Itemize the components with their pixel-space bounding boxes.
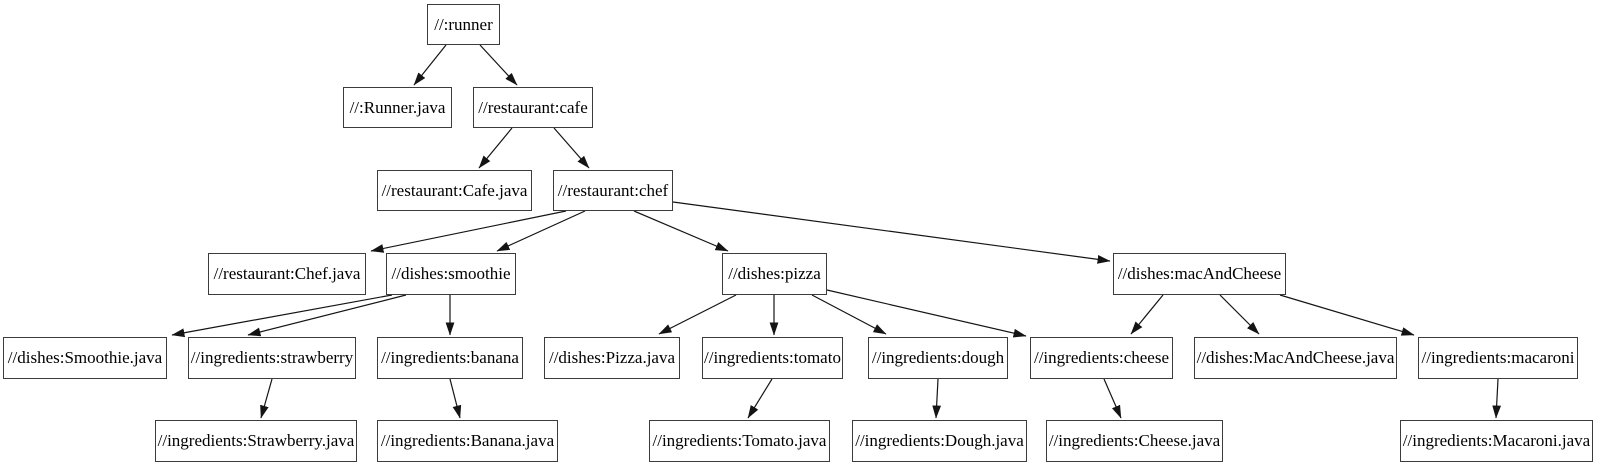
node-label: //dishes:pizza bbox=[728, 264, 821, 283]
node-label: //ingredients:strawberry bbox=[190, 348, 354, 367]
node-label: //restaurant:Cafe.java bbox=[381, 180, 528, 200]
node-label: //dishes:macAndCheese bbox=[1117, 264, 1282, 283]
node-label: //ingredients:macaroni bbox=[1421, 348, 1575, 367]
node-macandcheese_java: //dishes:MacAndCheese.java bbox=[1194, 337, 1397, 379]
node-label: //ingredients:Tomato.java bbox=[652, 431, 827, 450]
edge-chef-to-smoothie bbox=[496, 210, 586, 252]
node-label: //ingredients:banana bbox=[381, 348, 519, 367]
node-label: //ingredients:Macaroni.java bbox=[1402, 431, 1591, 450]
node-label: //restaurant:chef bbox=[557, 180, 669, 200]
node-banana: //ingredients:banana bbox=[377, 337, 523, 379]
edge-cafe-to-cafe_java bbox=[478, 127, 513, 169]
edge-chef-to-macandcheese bbox=[672, 201, 1111, 264]
edge-banana-to-banana_java bbox=[449, 378, 462, 419]
node-cheese_java: //ingredients:Cheese.java bbox=[1046, 420, 1223, 462]
node-smoothie_java: //dishes:Smoothie.java bbox=[3, 337, 167, 379]
edge-macandcheese-to-cheese bbox=[1130, 294, 1164, 335]
edge-smoothie-to-strawberry bbox=[247, 294, 407, 337]
edge-smoothie-to-smoothie_java bbox=[171, 294, 393, 338]
node-strawberry_java: //ingredients:Strawberry.java bbox=[155, 420, 357, 462]
node-macaroni: //ingredients:macaroni bbox=[1418, 337, 1578, 379]
node-label: //ingredients:Strawberry.java bbox=[157, 431, 355, 450]
edge-pizza-to-dough bbox=[811, 294, 887, 335]
node-tomato: //ingredients:tomato bbox=[702, 337, 843, 379]
node-chef_java: //restaurant:Chef.java bbox=[208, 253, 366, 295]
node-label: //dishes:Pizza.java bbox=[548, 348, 676, 367]
node-runner_java: //:Runner.java bbox=[343, 87, 452, 128]
edge-strawberry-to-strawberry_java bbox=[260, 378, 273, 419]
node-smoothie: //dishes:smoothie bbox=[386, 253, 516, 295]
node-dough_java: //ingredients:Dough.java bbox=[852, 420, 1027, 462]
node-label: //restaurant:cafe bbox=[478, 97, 588, 117]
node-banana_java: //ingredients:Banana.java bbox=[377, 420, 558, 462]
node-pizza: //dishes:pizza bbox=[722, 253, 827, 295]
node-label: //dishes:MacAndCheese.java bbox=[1196, 348, 1395, 367]
edge-macandcheese-to-macaroni bbox=[1279, 294, 1415, 336]
node-label: //ingredients:dough bbox=[871, 348, 1005, 367]
edge-chef-to-chef_java bbox=[370, 210, 567, 253]
node-label: //restaurant:Chef.java bbox=[213, 264, 361, 283]
edge-cheese-to-cheese_java bbox=[1103, 378, 1122, 419]
edge-macaroni-to-macaroni_java bbox=[1492, 378, 1502, 419]
edge-pizza-to-pizza_java bbox=[658, 294, 737, 335]
node-label: //ingredients:Banana.java bbox=[380, 431, 555, 450]
node-tomato_java: //ingredients:Tomato.java bbox=[649, 420, 830, 462]
node-cafe: //restaurant:cafe bbox=[473, 87, 593, 128]
edge-pizza-to-cheese bbox=[826, 289, 1027, 338]
node-cafe_java: //restaurant:Cafe.java bbox=[377, 170, 532, 211]
node-label: //:runner bbox=[434, 14, 493, 34]
node-cheese: //ingredients:cheese bbox=[1030, 337, 1173, 379]
edge-tomato-to-tomato_java bbox=[747, 378, 773, 419]
node-runner: //:runner bbox=[427, 4, 500, 45]
node-dough: //ingredients:dough bbox=[868, 337, 1008, 379]
node-label: //ingredients:Dough.java bbox=[855, 431, 1024, 450]
edge-chef-to-pizza bbox=[633, 210, 729, 252]
edge-macandcheese-to-macandcheese_java bbox=[1219, 294, 1260, 335]
edge-dough-to-dough_java bbox=[932, 378, 942, 419]
edge-cafe-to-chef bbox=[553, 127, 590, 169]
node-chef: //restaurant:chef bbox=[553, 170, 673, 211]
edge-runner-to-cafe bbox=[479, 44, 518, 86]
node-label: //:Runner.java bbox=[349, 97, 446, 117]
node-macaroni_java: //ingredients:Macaroni.java bbox=[1400, 420, 1593, 462]
node-pizza_java: //dishes:Pizza.java bbox=[544, 337, 680, 379]
node-label: //dishes:Smoothie.java bbox=[7, 348, 163, 367]
node-label: //ingredients:Cheese.java bbox=[1048, 431, 1221, 450]
node-strawberry: //ingredients:strawberry bbox=[188, 337, 356, 379]
node-label: //ingredients:tomato bbox=[704, 348, 841, 367]
node-macandcheese: //dishes:macAndCheese bbox=[1113, 253, 1286, 295]
node-label: //ingredients:cheese bbox=[1033, 348, 1169, 367]
node-label: //dishes:smoothie bbox=[391, 264, 511, 283]
edge-runner-to-runner_java bbox=[413, 44, 447, 86]
